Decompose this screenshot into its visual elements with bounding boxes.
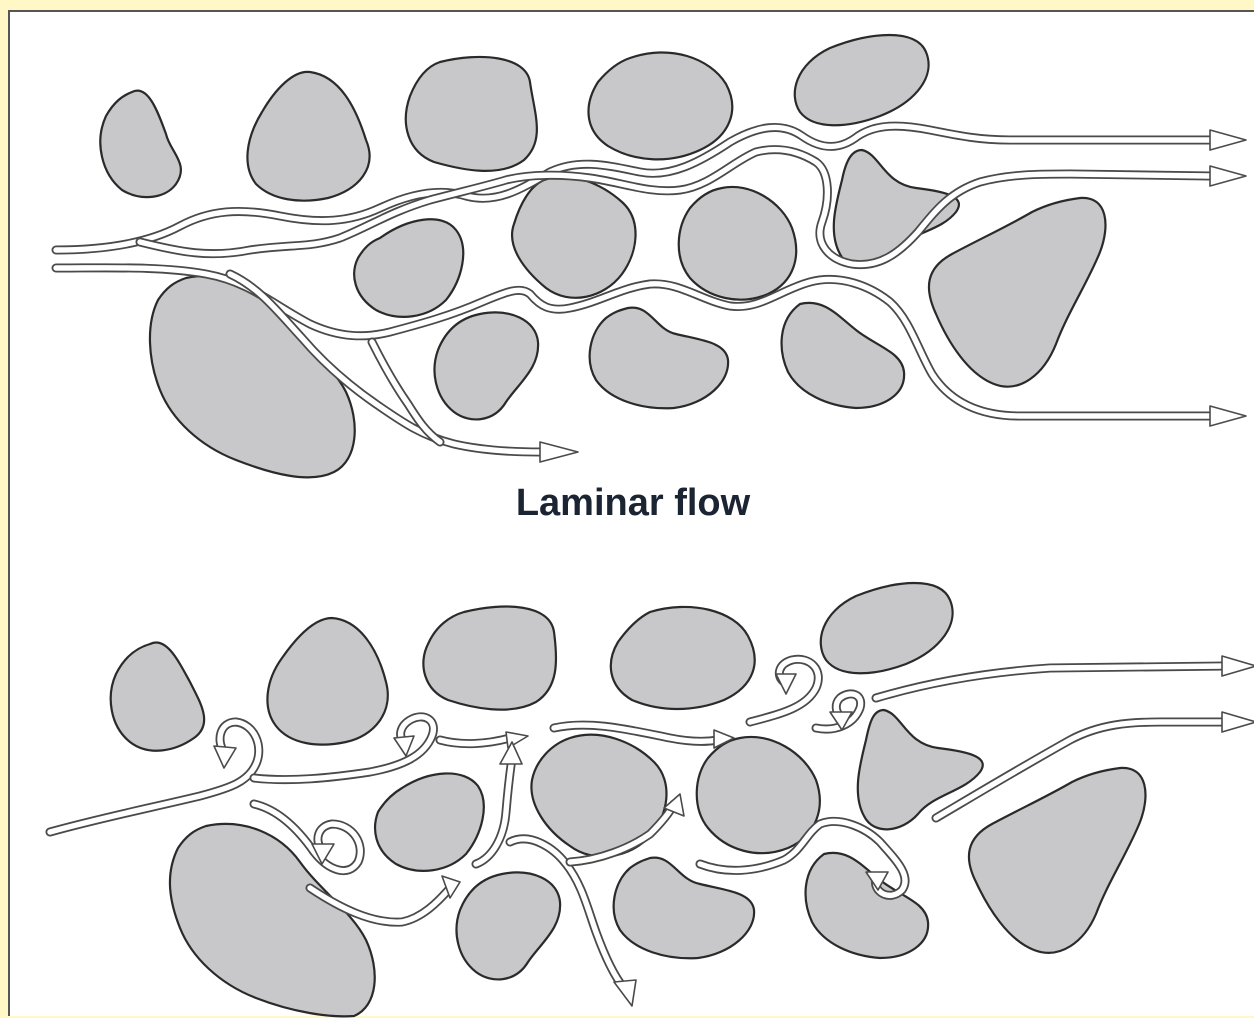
grain bbox=[795, 35, 929, 125]
grain bbox=[782, 303, 905, 408]
flow-arrowhead bbox=[776, 674, 796, 694]
grain bbox=[406, 57, 537, 171]
grain bbox=[697, 737, 820, 853]
grain bbox=[247, 72, 369, 201]
turbulent-flow-panel bbox=[10, 572, 1254, 1018]
grains-bottom bbox=[111, 583, 1146, 1016]
flow-arrowhead bbox=[1222, 712, 1254, 732]
grain bbox=[821, 583, 953, 673]
grain bbox=[457, 872, 561, 979]
grain bbox=[435, 312, 539, 419]
grain bbox=[423, 607, 556, 710]
flow-arrowhead bbox=[1210, 406, 1246, 426]
grain bbox=[267, 618, 387, 745]
flow-arrowhead bbox=[614, 980, 636, 1006]
flow-arrowhead bbox=[214, 746, 236, 768]
grain bbox=[170, 824, 375, 1016]
grain bbox=[858, 710, 983, 829]
grain bbox=[100, 91, 181, 198]
flow-arrowhead bbox=[1222, 656, 1254, 676]
laminar-flow-panel bbox=[10, 12, 1254, 482]
flow-arrowhead bbox=[540, 442, 578, 462]
grain bbox=[929, 198, 1106, 387]
figure-frame: Laminar flow bbox=[8, 10, 1254, 1016]
flow-arrowhead bbox=[1210, 130, 1246, 150]
grain bbox=[111, 642, 204, 750]
laminar-flow-caption: Laminar flow bbox=[10, 482, 1254, 525]
grain bbox=[150, 276, 355, 477]
grain bbox=[969, 768, 1146, 953]
grains-top bbox=[100, 35, 1105, 477]
grain bbox=[589, 52, 733, 159]
grain bbox=[806, 853, 929, 958]
grain bbox=[512, 177, 635, 298]
grain bbox=[354, 219, 463, 317]
flow-arrowhead bbox=[1210, 166, 1246, 186]
grain bbox=[375, 773, 484, 870]
flow-arrowhead bbox=[394, 736, 414, 756]
grain bbox=[611, 607, 755, 709]
grain bbox=[679, 187, 796, 300]
grain bbox=[590, 308, 728, 409]
flow-arrowhead bbox=[500, 742, 522, 764]
